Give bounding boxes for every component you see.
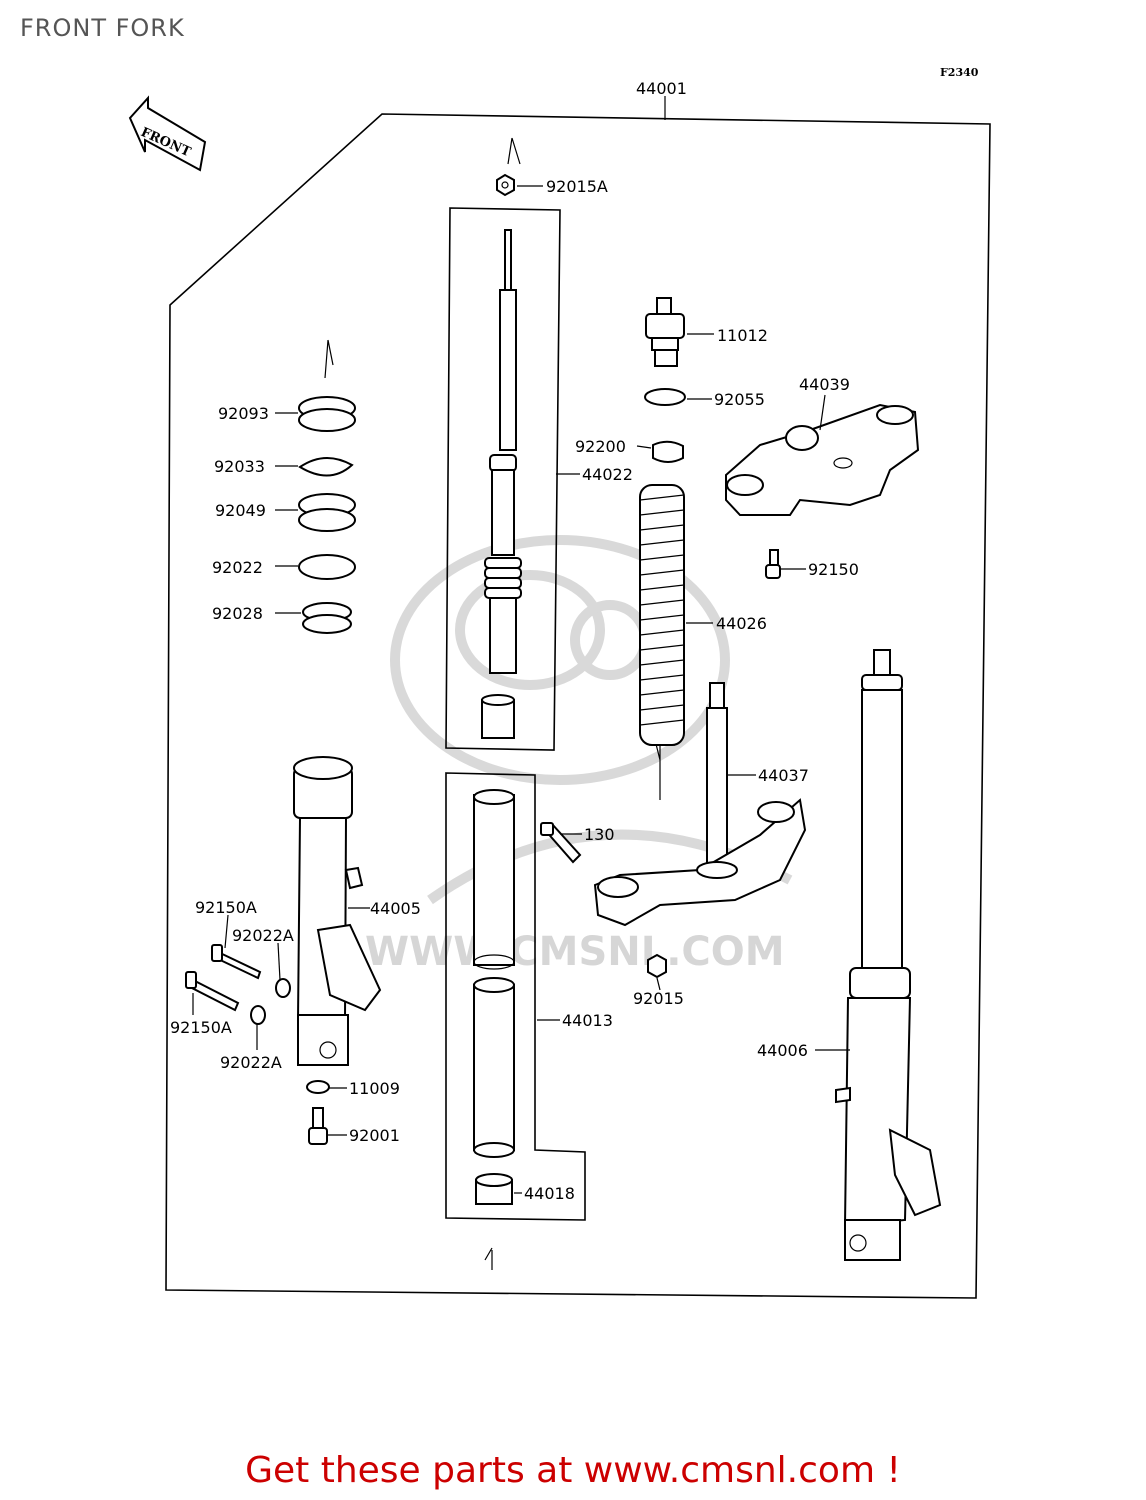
page-title: FRONT FORK <box>20 14 185 42</box>
part-label-92022a-bottom[interactable]: 92022A <box>220 1053 282 1072</box>
gasket-11009 <box>306 1080 330 1094</box>
part-label-92033[interactable]: 92033 <box>214 457 265 476</box>
part-label-92015[interactable]: 92015 <box>633 989 684 1008</box>
oil-seal-92049 <box>298 493 356 532</box>
part-label-92093[interactable]: 92093 <box>218 404 269 423</box>
retaining-clip-92033 <box>298 457 354 477</box>
damper-rod-44022 <box>481 229 522 739</box>
part-label-130[interactable]: 130 <box>584 825 615 844</box>
bushing-44018 <box>475 1173 513 1205</box>
nut-92015 <box>647 953 667 979</box>
fork-spring-44026 <box>639 484 685 746</box>
washer-92022a-lower <box>250 1005 266 1025</box>
upper-bracket-44039 <box>725 403 920 516</box>
part-label-92200[interactable]: 92200 <box>575 437 626 456</box>
assembly-frame-44001 <box>165 113 991 1299</box>
part-label-92028[interactable]: 92028 <box>212 604 263 623</box>
watermark-text: WWW.CMSNL.COM <box>365 929 785 975</box>
nut-92015a <box>496 173 515 197</box>
part-label-11012[interactable]: 11012 <box>717 326 768 345</box>
part-label-92022[interactable]: 92022 <box>212 558 263 577</box>
part-label-92150a-top[interactable]: 92150A <box>195 898 257 917</box>
fork-leg-44006 <box>835 649 942 1261</box>
part-label-92001[interactable]: 92001 <box>349 1126 400 1145</box>
inner-tube-44013 <box>473 789 515 1158</box>
diagram-code: F2340 <box>940 66 979 79</box>
bolt-92150a-upper <box>211 944 262 980</box>
cap-bolt-11012 <box>645 297 685 367</box>
footer-link[interactable]: Get these parts at www.cmsnl.com ! <box>245 1450 901 1491</box>
steering-stem-44037 <box>593 682 807 927</box>
part-label-44037[interactable]: 44037 <box>758 766 809 785</box>
part-label-44006[interactable]: 44006 <box>757 1041 808 1060</box>
watermark: WWW.CMSNL.COM <box>365 535 793 975</box>
washer-92022a-upper <box>275 978 291 998</box>
part-label-44039[interactable]: 44039 <box>799 375 850 394</box>
part-label-92049[interactable]: 92049 <box>215 501 266 520</box>
bolt-92150 <box>765 549 781 579</box>
part-label-44018[interactable]: 44018 <box>524 1184 575 1203</box>
bushing-92028 <box>302 602 352 634</box>
part-label-44001[interactable]: 44001 <box>636 79 687 98</box>
bolt-92150a-lower <box>185 971 240 1012</box>
front-arrow-icon: FRONT <box>128 95 207 172</box>
part-label-92055[interactable]: 92055 <box>714 390 765 409</box>
spacer-92200 <box>652 440 684 463</box>
part-label-92150a-bottom[interactable]: 92150A <box>170 1018 232 1037</box>
part-label-44005[interactable]: 44005 <box>370 899 421 918</box>
part-label-92150[interactable]: 92150 <box>808 560 859 579</box>
part-label-11009[interactable]: 11009 <box>349 1079 400 1098</box>
part-label-92015a[interactable]: 92015A <box>546 177 608 196</box>
bolt-92001 <box>308 1107 328 1145</box>
dust-seal-92093 <box>298 396 356 432</box>
part-label-44022[interactable]: 44022 <box>582 465 633 484</box>
part-label-44013[interactable]: 44013 <box>562 1011 613 1030</box>
exploded-parts-diagram: WWW.CMSNL.COM F2340 FRONT 44001 92015A 4… <box>128 66 991 1299</box>
part-label-44026[interactable]: 44026 <box>716 614 767 633</box>
fork-leg-44005 <box>293 756 382 1066</box>
part-label-92022a-top[interactable]: 92022A <box>232 926 294 945</box>
bolt-130 <box>540 822 582 864</box>
o-ring-92055 <box>644 388 686 406</box>
washer-92022 <box>298 554 356 580</box>
